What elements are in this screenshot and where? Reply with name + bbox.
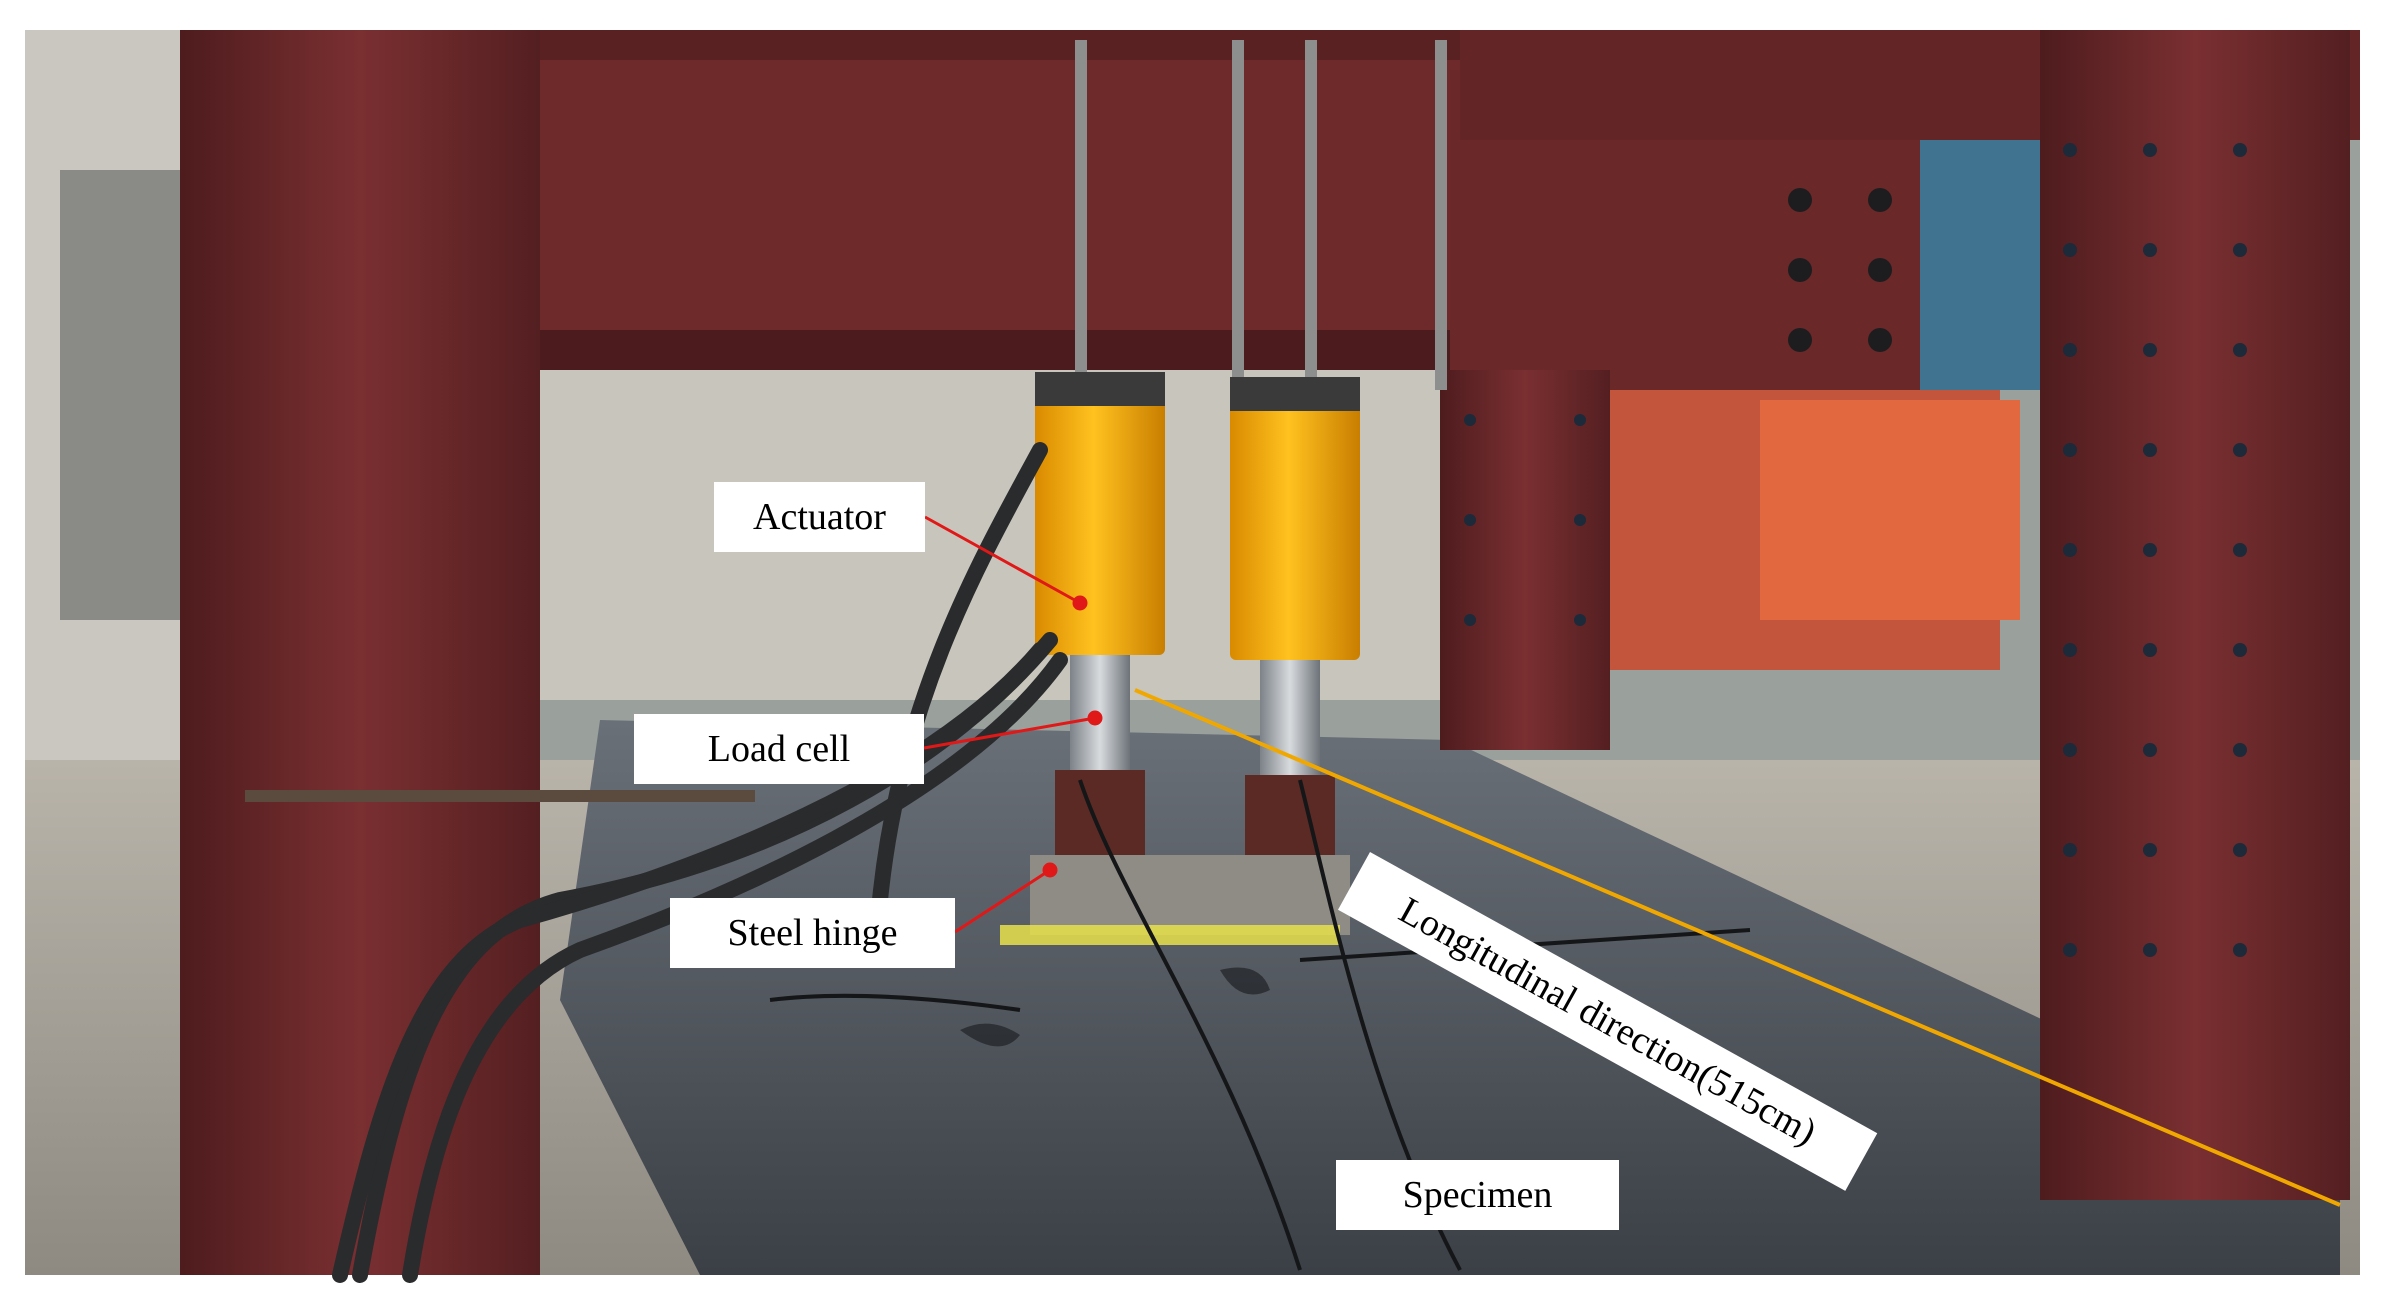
longitudinal-direction-line [1134, 688, 2341, 1207]
reaction-frame [180, 30, 2360, 1275]
slab-stains [960, 967, 1270, 1047]
load-cell-label: Load cell [634, 714, 924, 784]
actuator-assembly [1000, 372, 1360, 945]
steel-hinge-label: Steel hinge [670, 898, 955, 968]
actuator-label: Actuator [714, 482, 925, 552]
specimen-label: Specimen [1336, 1160, 1619, 1230]
label-pointers [923, 515, 1103, 934]
specimen-slab [560, 720, 2340, 1275]
